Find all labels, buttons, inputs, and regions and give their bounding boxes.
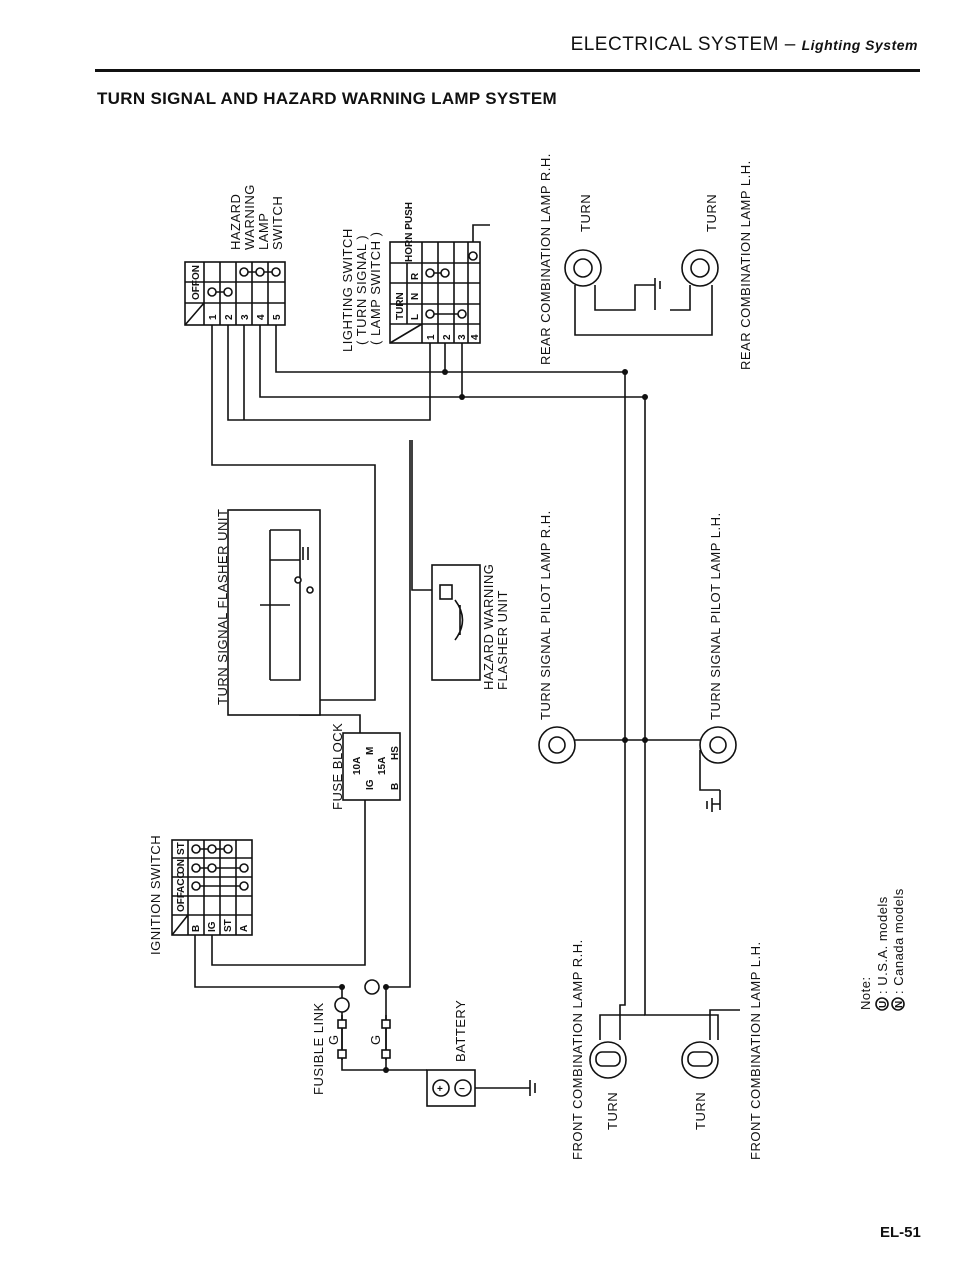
note-mark-n: N (894, 1001, 905, 1008)
battery: + − BATTERY (426, 1000, 476, 1107)
rear-rh-turn-label: TURN (578, 194, 593, 232)
ground-icon (706, 790, 721, 812)
ign-terminal: B (191, 925, 202, 932)
ignition-switch-label: IGNITION SWITCH (148, 835, 163, 955)
front-lamp-rh: FRONT COMBINATION LAMP R.H. TURN (570, 939, 627, 1160)
ign-terminal: IG (207, 921, 218, 932)
front-lh-turn-label: TURN (693, 1092, 708, 1130)
fuse-block: FUSE BLOCK 10A 15A IG M B HS (330, 723, 401, 810)
rear-lamp-lh-label: REAR COMBINATION LAMP L.H. (738, 160, 753, 370)
ign-row-st: ST (176, 842, 187, 855)
ls-terminal: 1 (426, 334, 437, 340)
hazard-switch-label: HAZARD WARNING LAMP SWITCH (228, 180, 285, 250)
battery-minus: − (459, 1084, 465, 1095)
junction-dots (339, 369, 648, 1073)
note: Note: U : U.S.A. models N : Canada model… (858, 888, 906, 1011)
fuse-term-m: M (365, 747, 376, 755)
row-turn: TURN (395, 292, 406, 320)
page-header: ELECTRICAL SYSTEM – Lighting System (570, 34, 918, 55)
ign-row-on: ON (176, 859, 187, 874)
hazard-terminal: 5 (272, 314, 283, 320)
ls-terminal: 3 (457, 334, 468, 340)
svg-text:HAZARD WARNINGFLASHER UNIT: HAZARD WARNINGFLASHER UNIT (481, 564, 510, 690)
subsection-title: Lighting System (801, 37, 918, 53)
row-l: L (410, 314, 421, 320)
hazard-row-off: OFF (191, 280, 202, 300)
section-title: ELECTRICAL SYSTEM (570, 34, 779, 55)
pilot-rh-label: TURN SIGNAL PILOT LAMP R.H. (538, 510, 553, 720)
fusible-link-label: FUSIBLE LINK (311, 1002, 326, 1095)
pilot-lamp-rh: TURN SIGNAL PILOT LAMP R.H. (538, 510, 576, 764)
fuse-block-label: FUSE BLOCK (330, 723, 345, 810)
page-number: EL-51 (880, 1224, 921, 1241)
flasher-unit-label: TURN SIGNAL FLASHER UNIT (215, 509, 230, 705)
front-lamp-rh-label: FRONT COMBINATION LAMP R.H. (570, 939, 585, 1160)
fuse-term-ig: IG (365, 779, 376, 790)
ground-icon (654, 278, 661, 310)
rear-lamp-rh-label: REAR COMBINATION LAMP R.H. (538, 153, 553, 365)
note-title: Note: (858, 976, 873, 1010)
link-g: G (326, 1034, 341, 1045)
ign-row-acc: ACC (176, 871, 187, 893)
note-usa: : U.S.A. models (875, 896, 890, 994)
ign-terminal: A (239, 925, 250, 932)
battery-label: BATTERY (453, 1000, 468, 1062)
front-lamp-lh-label: FRONT COMBINATION LAMP L.H. (748, 941, 763, 1160)
ls-terminal: 4 (470, 334, 481, 340)
rear-lh-turn-label: TURN (704, 194, 719, 232)
fusible-link: FUSIBLE LINK G G (311, 979, 391, 1095)
hazard-warning-lamp-switch[interactable]: OFF ON 1 2 3 4 5 (184, 261, 286, 326)
front-lamp-lh: FRONT COMBINATION LAMP L.H. TURN (681, 941, 763, 1160)
turn-signal-flasher-unit: TURN SIGNAL FLASHER UNIT (215, 509, 321, 716)
hazard-terminal: 3 (240, 314, 251, 320)
lighting-switch[interactable]: TURN HORN PUSH L N R 1 2 3 4 (389, 202, 481, 344)
hazard-terminal: 4 (256, 314, 267, 320)
hazard-row-on: ON (191, 265, 202, 280)
note-canada: : Canada models (891, 888, 906, 994)
hazard-terminal: 2 (224, 314, 235, 320)
fuse-term-b: B (390, 783, 401, 790)
wires (194, 224, 740, 1096)
row-r: R (410, 272, 421, 280)
battery-plus: + (437, 1084, 443, 1095)
pilot-lamp-lh: TURN SIGNAL PILOT LAMP L.H. (699, 512, 737, 764)
fuse-term-hs: HS (390, 746, 401, 760)
row-horn-push: HORN PUSH (404, 202, 415, 262)
rear-lamp-rh: REAR COMBINATION LAMP R.H. TURN (538, 153, 602, 365)
ign-row-off: OFF (176, 892, 187, 912)
ls-terminal: 2 (442, 334, 453, 340)
rear-lamp-lh: REAR COMBINATION LAMP L.H. TURN (681, 160, 753, 370)
header-rule (95, 69, 920, 72)
front-rh-turn-label: TURN (605, 1092, 620, 1130)
fuse-15a: 15A (377, 757, 388, 775)
fuse-10a: 10A (352, 757, 363, 775)
ignition-switch[interactable]: OFF ACC ON ST B IG ST A (171, 839, 253, 936)
page-title: TURN SIGNAL AND HAZARD WARNING LAMP SYST… (97, 89, 557, 108)
link-g: G (368, 1034, 383, 1045)
note-mark-u: U (878, 1001, 889, 1008)
hazard-warning-flasher-unit: HAZARD WARNINGFLASHER UNIT (431, 564, 510, 690)
pilot-lh-label: TURN SIGNAL PILOT LAMP L.H. (708, 512, 723, 720)
ign-terminal: ST (223, 919, 234, 932)
hazard-terminal: 1 (208, 314, 219, 320)
row-n: N (410, 293, 421, 300)
lighting-switch-label: LIGHTING SWITCH ( TURN SIGNAL ) ( LAMP S… (340, 224, 383, 352)
